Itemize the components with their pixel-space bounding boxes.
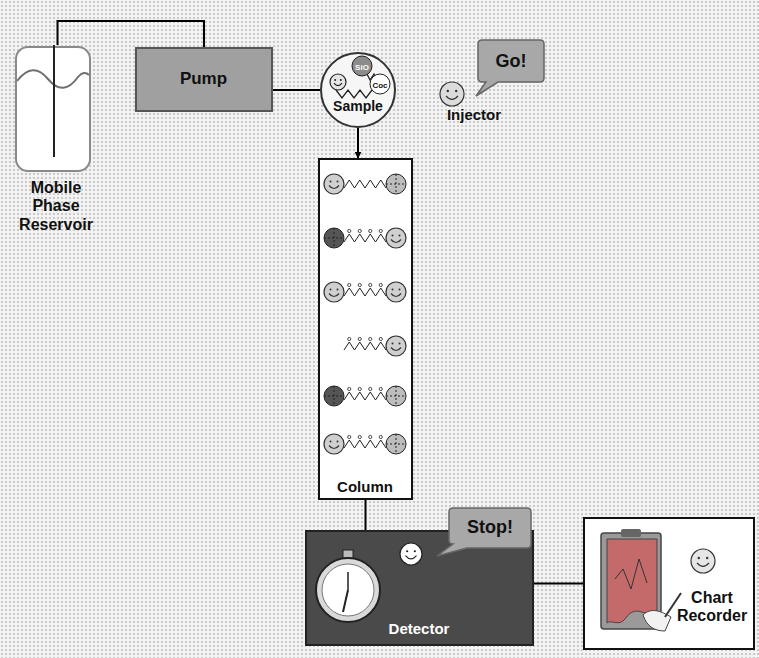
node-label: Stop!	[449, 517, 531, 538]
silica-particle	[324, 386, 344, 406]
node-label: Column	[320, 478, 410, 495]
node-label: Detector	[373, 620, 465, 637]
flow-line	[357, 128, 359, 158]
alkyl-chain	[344, 440, 386, 448]
node-label: Chart Recorder	[673, 589, 751, 626]
alkyl-chain	[344, 392, 386, 400]
flow-line	[273, 89, 320, 91]
smiley-face	[400, 543, 422, 565]
detector-box: Detector Stop!	[305, 530, 534, 646]
node-label: Sample	[322, 98, 394, 114]
molecule-label: SiO	[347, 64, 377, 72]
smiley-face	[324, 434, 344, 454]
silica-particle	[324, 228, 344, 248]
alkyl-chain	[344, 234, 386, 242]
smiley-face	[386, 336, 406, 356]
flow-line	[58, 21, 205, 47]
speech-bubble: Stop!	[437, 508, 534, 558]
smiley-face	[440, 82, 464, 106]
smiley-face	[324, 282, 344, 302]
flow-line	[365, 500, 367, 530]
smiley-face	[330, 74, 346, 90]
flow-line	[534, 583, 583, 585]
reservoir-node: Mobile Phase Reservoir	[8, 45, 107, 250]
silica-particle	[386, 174, 406, 194]
silica-particle	[386, 434, 406, 454]
recorder-box: Chart Recorder	[583, 517, 755, 650]
node-label: Pump	[137, 69, 270, 89]
pump-box: Pump	[135, 47, 273, 112]
molecule-label: Coc	[365, 82, 395, 90]
node-label: Mobile Phase Reservoir	[8, 179, 104, 234]
reservoir-bottle	[8, 45, 104, 175]
injector-face	[432, 80, 514, 110]
column-packing	[320, 160, 410, 498]
silica-particle	[386, 386, 406, 406]
speech-bubble: Go!	[474, 40, 547, 98]
alkyl-chain	[344, 180, 386, 188]
injector-node: Injector	[432, 80, 517, 126]
node-label: Go!	[478, 51, 544, 72]
clipboard-chart	[585, 519, 753, 648]
column-box: Column	[318, 158, 413, 500]
smiley-face	[386, 282, 406, 302]
smiley-face	[324, 174, 344, 194]
node-label: Injector	[434, 106, 514, 123]
smiley-face	[386, 228, 406, 248]
alkyl-chain	[344, 288, 386, 296]
smiley-face	[691, 549, 715, 573]
alkyl-chain	[344, 342, 386, 350]
